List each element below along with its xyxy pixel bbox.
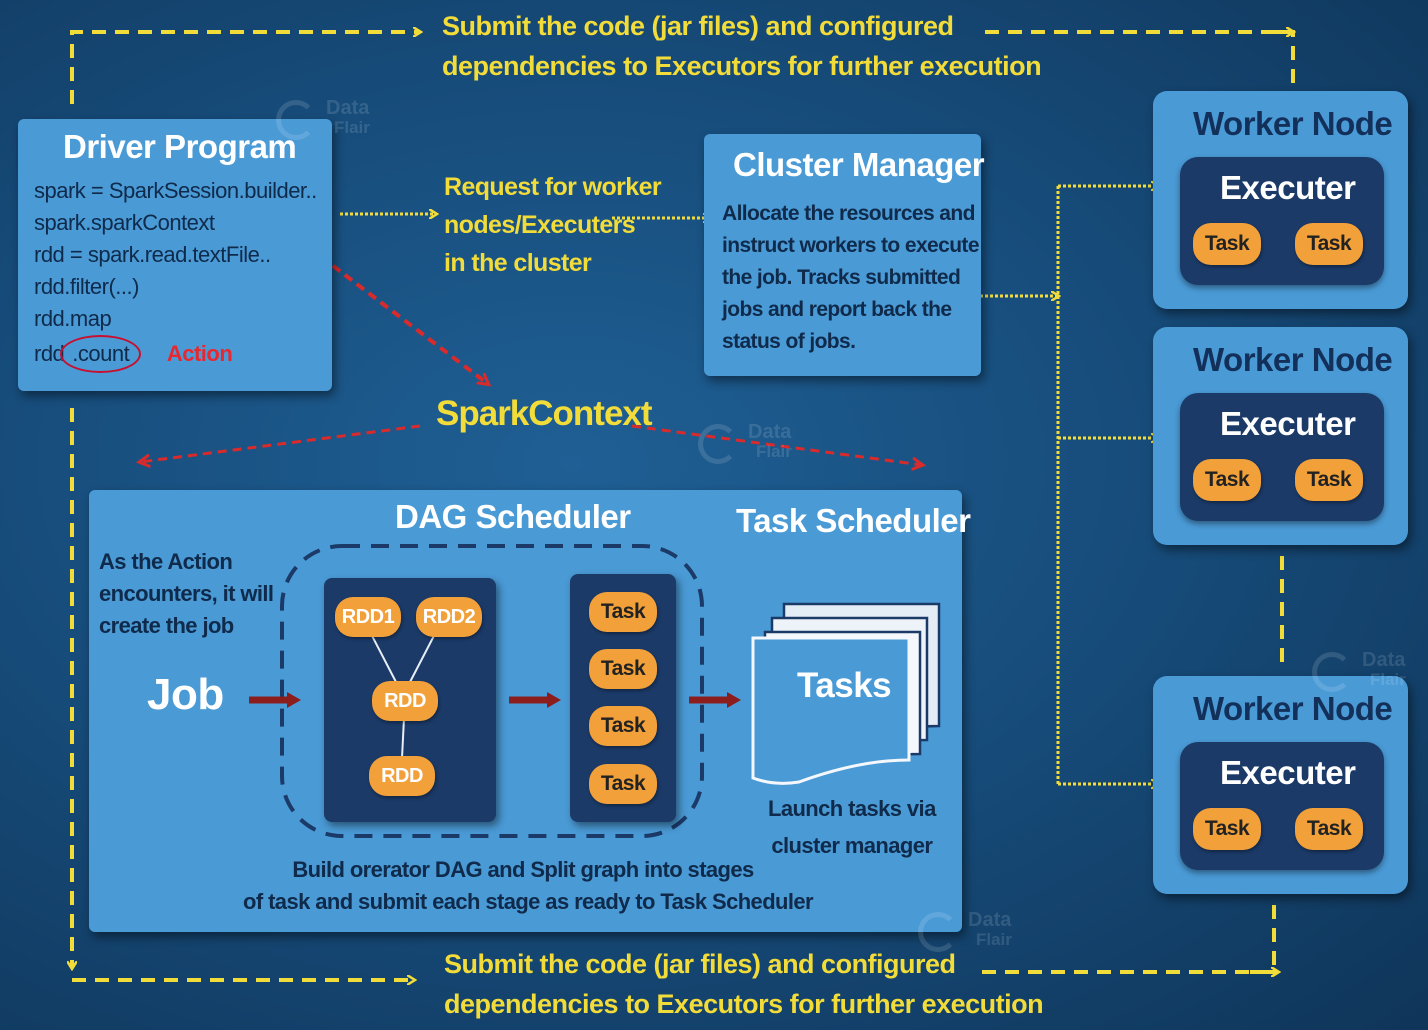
- cluster-manager-description: Allocate the resources and instruct work…: [722, 202, 980, 353]
- task-pill: Task: [1193, 223, 1261, 265]
- stage-task-pill: Task: [589, 592, 657, 632]
- driver-code: spark = SparkSession.builder.. spark.spa…: [34, 175, 317, 373]
- executer-box: Executer Task Task: [1180, 742, 1384, 870]
- sparkcontext-label: SparkContext: [436, 394, 653, 433]
- launch-note: Launch tasks via cluster manager: [768, 796, 936, 858]
- code-line: spark = SparkSession.builder..: [34, 178, 317, 203]
- executer-label: Executer: [1220, 169, 1356, 206]
- tasks-document-label: Tasks: [797, 666, 892, 705]
- task-pill: Task: [1295, 223, 1363, 265]
- cluster-manager-panel: Cluster Manager Allocate the resources a…: [704, 134, 985, 376]
- watermark-logo: Data Flair: [276, 96, 396, 144]
- code-line: rdd = spark.read.textFile..: [34, 242, 271, 267]
- stage-task-pill: Task: [589, 764, 657, 804]
- action-label: Action: [166, 341, 233, 366]
- watermark-swirl-icon: [918, 912, 958, 952]
- code-line: spark.sparkContext: [34, 210, 215, 235]
- worker-node-title: Worker Node: [1193, 690, 1393, 727]
- executer-label: Executer: [1220, 754, 1356, 791]
- task-scheduler-title: Task Scheduler: [736, 502, 971, 539]
- cluster-manager-title: Cluster Manager: [733, 146, 985, 183]
- worker-node-2: Worker Node Executer Task Task: [1153, 327, 1408, 545]
- driver-program-title: Driver Program: [63, 128, 297, 165]
- stage-task-pill: Task: [589, 649, 657, 689]
- rdd-node: RDD1: [335, 597, 401, 637]
- dag-scheduler-title: DAG Scheduler: [395, 498, 631, 535]
- scheduler-panel: DAG Scheduler Task Scheduler As the Acti…: [89, 490, 971, 932]
- watermark-swirl-icon: [1312, 652, 1352, 692]
- watermark-logo: Data Flair: [698, 420, 818, 468]
- executer-label: Executer: [1220, 405, 1356, 442]
- count-circle: .count: [60, 335, 142, 373]
- worker-node-title: Worker Node: [1193, 341, 1393, 378]
- watermark-swirl-icon: [698, 424, 738, 464]
- watermark-logo: Data Flair: [918, 908, 1038, 956]
- code-line-count: rdd.count Action: [34, 335, 317, 373]
- worker-node-1: Worker Node Executer Task Task: [1153, 91, 1408, 309]
- driver-program-panel: Driver Program spark = SparkSession.buil…: [18, 119, 332, 391]
- bottom-submit-note: Submit the code (jar files) and configur…: [444, 949, 1044, 1019]
- rdd-node: RDD2: [416, 597, 482, 637]
- task-pill: Task: [1193, 459, 1261, 501]
- task-pill: Task: [1295, 808, 1363, 850]
- stage-task-pill: Task: [589, 706, 657, 746]
- top-submit-path-left: [70, 32, 420, 104]
- executer-box: Executer Task Task: [1180, 157, 1384, 285]
- stage-tasks-box: Task Task Task Task: [570, 574, 676, 822]
- executer-box: Executer Task Task: [1180, 393, 1384, 521]
- rdd-dag-box: RDD1 RDD2 RDD RDD: [324, 578, 496, 822]
- action-note: As the Action encounters, it will create…: [99, 549, 274, 638]
- watermark-logo: Data Flair: [1312, 648, 1428, 696]
- code-line: rdd.map: [34, 306, 112, 331]
- job-label: Job: [147, 670, 224, 719]
- code-line: rdd.filter(...): [34, 274, 139, 299]
- worker-node-title: Worker Node: [1193, 105, 1393, 142]
- task-pill: Task: [1295, 459, 1363, 501]
- build-note: Build orerator DAG and Split graph into …: [243, 857, 814, 914]
- request-note: Request for worker nodes/Executers in th…: [444, 173, 662, 277]
- top-submit-note: Submit the code (jar files) and configur…: [442, 11, 1042, 81]
- tasks-document-stack: [751, 602, 941, 785]
- task-pill: Task: [1193, 808, 1261, 850]
- worker-node-3: Worker Node Executer Task Task: [1153, 676, 1408, 894]
- rdd-node: RDD: [372, 681, 438, 721]
- rdd-edges: [367, 627, 439, 759]
- rdd-node: RDD: [369, 756, 435, 796]
- dag-stage-boundary: [280, 544, 704, 838]
- scheduler-graphics: [249, 544, 941, 838]
- watermark-swirl-icon: [276, 100, 316, 140]
